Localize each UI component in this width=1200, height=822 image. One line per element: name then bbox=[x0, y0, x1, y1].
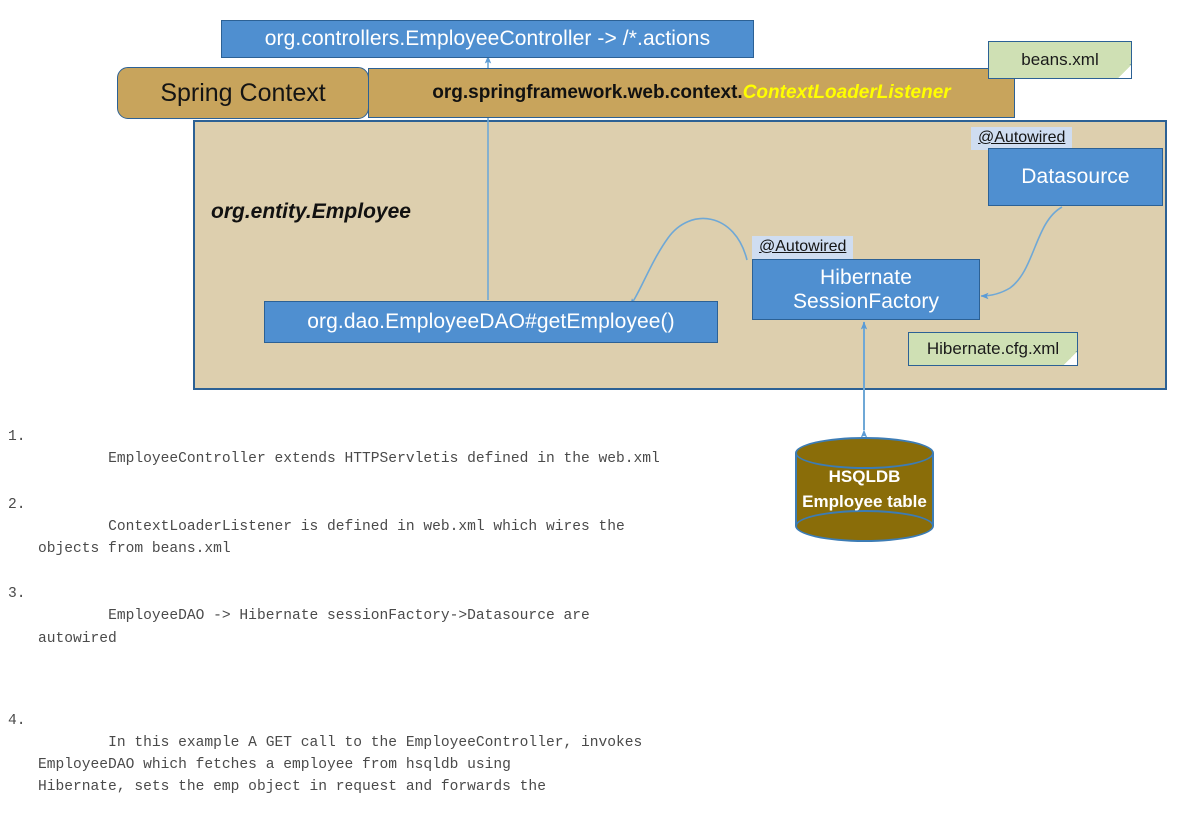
list-item-number: 4. bbox=[8, 712, 26, 729]
list-item: 2. ContextLoaderListener is defined in we… bbox=[8, 494, 768, 583]
context-listener-classname: ContextLoaderListener bbox=[742, 82, 951, 103]
hibernate-cfg-note[interactable]: Hibernate.cfg.xml bbox=[908, 332, 1078, 366]
list-spacer bbox=[8, 673, 768, 709]
note-fold-corner bbox=[1064, 352, 1078, 366]
autowired-datasource-label: @Autowired bbox=[978, 129, 1066, 146]
context-listener-label: org.springframework.web.context.ContextL… bbox=[432, 82, 950, 104]
database-label: HSQLDB Employee table bbox=[795, 437, 934, 542]
session-factory-line1: Hibernate bbox=[820, 265, 912, 289]
list-item-text: In this example A GET call to the Employ… bbox=[38, 735, 643, 796]
dao-box[interactable]: org.dao.EmployeeDAO#getEmployee() bbox=[264, 301, 718, 343]
autowired-sessionfactory-tag: @Autowired bbox=[752, 236, 854, 259]
database-line1: HSQLDB bbox=[828, 466, 901, 486]
list-item-text: ContextLoaderListener is defined in web.… bbox=[38, 518, 625, 557]
list-item: 3. EmployeeDAO -> Hibernate sessionFactor… bbox=[8, 583, 768, 672]
context-listener-bar: org.springframework.web.context.ContextL… bbox=[368, 68, 1015, 118]
spring-context-label: Spring Context bbox=[160, 78, 326, 107]
database-line2: Employee table bbox=[802, 491, 927, 511]
list-item-number: 2. bbox=[8, 496, 26, 513]
context-listener-package: org.springframework.web.context. bbox=[432, 82, 743, 103]
diagram-canvas: org.controllers.EmployeeController -> /*… bbox=[8, 20, 1167, 795]
list-item-number: 1. bbox=[8, 429, 26, 445]
database-cylinder[interactable]: HSQLDB Employee table bbox=[795, 437, 934, 542]
datasource-box-label: Datasource bbox=[1021, 165, 1130, 189]
notes-list: 1. EmployeeController extends HTTPServlet… bbox=[8, 426, 768, 822]
dao-box-label: org.dao.EmployeeDAO#getEmployee() bbox=[307, 310, 675, 334]
hibernate-cfg-label: Hibernate.cfg.xml bbox=[926, 339, 1060, 358]
spring-context-tab: Spring Context bbox=[117, 67, 369, 119]
entity-label: org.entity.Employee bbox=[211, 200, 411, 223]
controller-box[interactable]: org.controllers.EmployeeController -> /*… bbox=[221, 20, 754, 58]
autowired-sessionfactory-label: @Autowired bbox=[759, 238, 847, 255]
session-factory-line2: SessionFactory bbox=[792, 289, 940, 313]
note-fold-corner bbox=[1118, 65, 1132, 79]
cylinder-top bbox=[795, 437, 934, 469]
list-item-text: EmployeeController extends HTTPServletis… bbox=[108, 451, 660, 468]
list-item-number: 3. bbox=[8, 586, 26, 603]
notes-ordered-list: 1. EmployeeController extends HTTPServlet… bbox=[8, 426, 768, 821]
list-item: 4. In this example A GET call to the Empl… bbox=[8, 710, 768, 821]
list-item-text: EmployeeDAO -> Hibernate sessionFactory-… bbox=[38, 608, 590, 647]
cylinder-bottom bbox=[795, 510, 934, 542]
autowired-datasource-tag: @Autowired bbox=[971, 127, 1073, 150]
session-factory-box[interactable]: Hibernate SessionFactory bbox=[752, 259, 980, 320]
list-item: 1. EmployeeController extends HTTPServlet… bbox=[8, 426, 768, 493]
beans-xml-note[interactable]: beans.xml bbox=[988, 41, 1132, 79]
beans-xml-label: beans.xml bbox=[1021, 50, 1099, 69]
datasource-box[interactable]: Datasource bbox=[988, 148, 1163, 206]
controller-box-label: org.controllers.EmployeeController -> /*… bbox=[264, 27, 711, 51]
